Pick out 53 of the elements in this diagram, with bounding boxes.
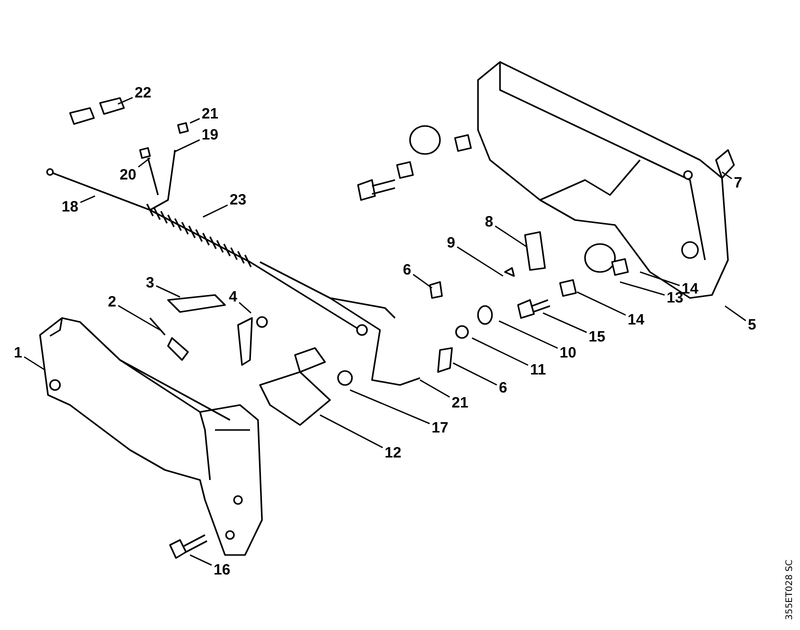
leader-line	[452, 362, 498, 386]
leader-line	[118, 305, 160, 331]
leader-line	[190, 554, 212, 566]
callout-number: 8	[484, 214, 494, 230]
drawing-code: 355ET028 SC	[785, 560, 795, 620]
leader-line	[118, 96, 133, 105]
leader-line	[174, 139, 200, 153]
callout-number: 4	[228, 290, 238, 304]
leader-line	[722, 171, 732, 180]
leader-line	[412, 274, 432, 289]
leader-line	[350, 389, 430, 424]
leader-line	[190, 118, 200, 124]
callout-number: 14	[682, 282, 698, 296]
callout-number: 2	[108, 294, 116, 310]
callout-number: 6	[402, 262, 412, 278]
callout-number: 19	[202, 128, 218, 142]
callout-number: 20	[120, 168, 136, 182]
leader-line	[494, 226, 528, 248]
leader-line	[620, 281, 665, 296]
leader-line	[138, 157, 150, 168]
callout-number: 18	[62, 200, 78, 214]
leader-line	[156, 285, 180, 298]
callout-number: 23	[230, 192, 246, 208]
callout-number: 17	[432, 420, 448, 436]
leader-line	[576, 291, 626, 316]
callout-number: 1	[14, 346, 22, 360]
leader-line	[498, 320, 558, 349]
callout-number: 9	[446, 236, 456, 250]
leader-line	[640, 271, 680, 286]
callout-number: 3	[146, 276, 154, 290]
leader-line	[542, 312, 587, 333]
leader-line	[238, 302, 252, 314]
leader-line	[320, 414, 383, 448]
callout-number: 12	[384, 446, 402, 460]
leader-line	[80, 195, 96, 204]
callout-number: 15	[588, 330, 606, 344]
leader-line	[202, 204, 228, 218]
callout-number: 11	[530, 362, 546, 378]
callout-number: 13	[666, 290, 684, 306]
leader-line	[456, 246, 504, 277]
callout-number: 5	[748, 318, 756, 332]
callout-number: 10	[560, 346, 576, 360]
leader-line	[472, 337, 528, 366]
callout-number: 22	[134, 86, 152, 100]
leader-line	[24, 356, 46, 371]
leader-line	[724, 305, 746, 322]
leader-line	[420, 379, 450, 398]
callout-number: 7	[734, 176, 742, 190]
callout-number: 14	[628, 312, 644, 328]
callout-number: 16	[214, 562, 230, 578]
callout-number: 6	[498, 380, 508, 396]
callout-number: 21	[452, 396, 468, 410]
callout-number: 21	[202, 106, 218, 122]
